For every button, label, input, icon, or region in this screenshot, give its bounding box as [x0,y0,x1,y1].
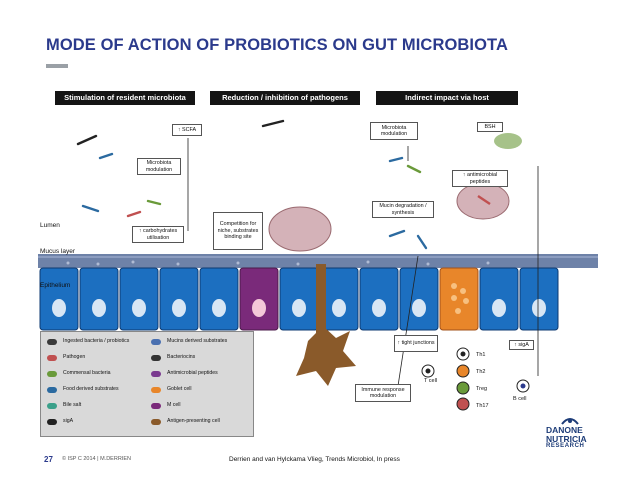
box-microbiota-modulation-2: Microbiota modulation [370,122,418,140]
label-epithelium: Epithelium [40,282,71,289]
legend-item: Antigen-presenting cell [167,418,220,424]
legend-icon [151,387,161,393]
label-th2: Th2 [476,369,486,375]
legend-item: Pathogen [63,354,86,360]
mucus-dots [66,260,490,266]
header-reduction: Reduction / inhibition of pathogens [210,91,360,105]
legend-icon [151,355,161,361]
label-bcell: B cell [513,396,527,402]
logo-line1: DANONE [546,425,583,435]
legend-item: Antimicrobial peptides [167,370,218,376]
legend-item: Food derived substrates [63,386,119,392]
header-stimulation: Stimulation of resident microbiota [55,91,195,105]
legend-item: M cell [167,402,181,408]
legend-icon [47,419,57,425]
legend-item: Ingested bacteria / probiotics [63,338,130,344]
legend-icon [151,419,161,425]
legend-icon [151,339,161,345]
legend-item: sigA [63,418,74,424]
probiotics-diagram [38,119,598,411]
box-immune-response: Immune response modulation [355,384,411,402]
arrows [187,138,539,387]
box-tight-junctions: ↑ tight junctions [394,335,438,352]
legend-icon [47,339,57,345]
logo-icon [561,418,579,425]
page-number: 27 [44,455,53,464]
legend-item: Mucins derived substrates [167,338,228,344]
header-indirect: Indirect impact via host [376,91,518,105]
goblet-granules [451,283,469,314]
box-siga: ↑ sigA [509,340,534,350]
logo-line3: RESEARCH [546,443,585,449]
label-tcell: T cell [424,378,438,384]
legend-icon [47,403,57,409]
legend-item: Bacteriocins [167,354,196,360]
antigen-presenting-cell [296,326,356,386]
legend-icon [47,371,57,377]
immune-cells [421,347,530,411]
legend-icon [47,355,57,361]
box-microbiota-modulation-1: Microbiota modulation [137,158,181,175]
box-antimicrobial-peptides: ↑ antimicrobial peptides [452,170,508,187]
label-th17: Th17 [476,403,489,409]
legend-item: Commensal bacteria [63,370,111,376]
legend-icon [151,371,161,377]
title-underline [46,64,68,68]
box-scfa: ↑ SCFA [172,124,202,136]
box-competition: Competition for niche, substrates bindin… [213,212,263,250]
logo-line2: NUTRICIA [546,433,587,444]
legend-item: Goblet cell [167,386,192,392]
box-carbohydrates: ↑ carbohydrates utilisation [132,226,184,243]
legend-icon [47,387,57,393]
legend-icon [151,403,161,409]
box-bsh: BSH [477,122,503,132]
footer-meta: © ISP C 2014 | M.DERRIEN [62,456,131,462]
citation: Derrien and van Hylckama Vlieg, Trends M… [229,456,400,463]
label-lumen: Lumen [40,222,60,229]
label-th1: Th1 [476,352,486,358]
label-treg: Treg [476,386,488,392]
box-mucin: Mucin degradation / synthesis [372,201,434,218]
cell-nuclei [52,299,546,317]
label-mucus: Mucus layer [40,248,76,255]
slide-title: MODE OF ACTION OF PROBIOTICS ON GUT MICR… [46,36,508,54]
legend-item: Bile salt [63,402,82,408]
danone-nutricia-logo: DANONE NUTRICIA RESEARCH [546,414,612,450]
pathogen-clusters [268,133,522,252]
